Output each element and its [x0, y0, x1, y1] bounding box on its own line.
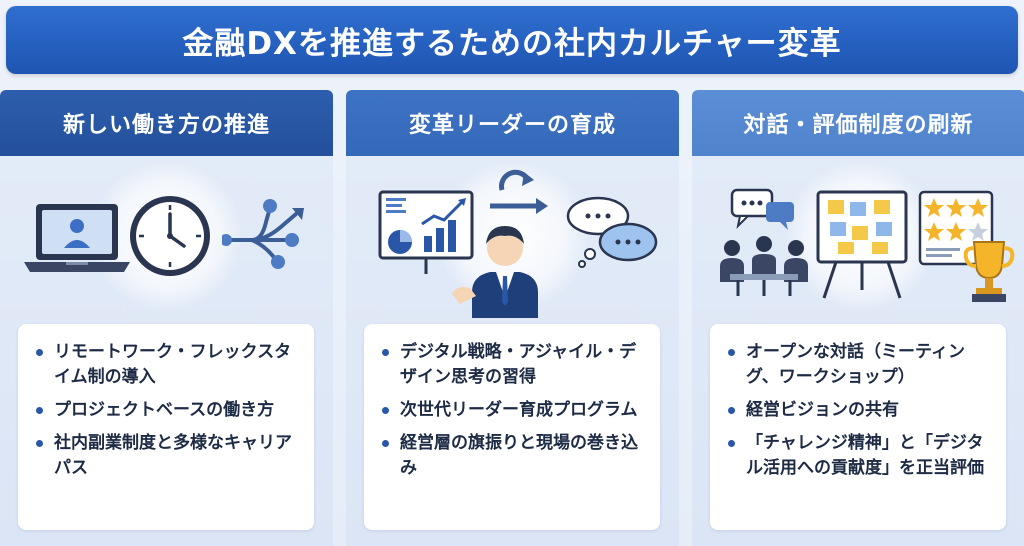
bullet-dot [728, 407, 735, 414]
laptop-user-icon [24, 204, 130, 272]
bullet-dot [382, 349, 389, 356]
illustration-area [692, 156, 1024, 316]
list-item: 経営ビジョンの共有 [726, 398, 992, 423]
list-item: デジタル戦略・アジャイル・デザイン思考の習得 [380, 340, 646, 390]
column-new-work-styles: 新しい働き方の推進 [0, 90, 333, 546]
cycle-arrows-icon [490, 169, 548, 214]
column-heading: 変革リーダーの育成 [408, 113, 616, 138]
bullet-dot [728, 440, 735, 447]
list-item: プロジェクトベースの働き方 [34, 398, 300, 423]
points-card: オープンな対話（ミーティング、ワークショップ） 経営ビジョンの共有 「チャレンジ… [710, 324, 1006, 530]
column-header: 変革リーダーの育成 [346, 90, 679, 156]
column-header: 対話・評価制度の刷新 [692, 90, 1024, 156]
clock-icon [130, 196, 210, 276]
column-leader-development: 変革リーダーの育成 [346, 90, 679, 546]
bullet-dot [36, 407, 43, 414]
points-card: デジタル戦略・アジャイル・デザイン思考の習得 次世代リーダー育成プログラム 経営… [364, 324, 660, 530]
illustration-area [346, 156, 679, 318]
thought-bubble-icon [566, 196, 658, 268]
branch-arrows-icon [222, 199, 304, 269]
list-item: 次世代リーダー育成プログラム [380, 398, 646, 423]
sticky-note-board-icon [816, 190, 908, 299]
list-item: リモートワーク・フレックスタイム制の導入 [34, 340, 300, 390]
bullet-dot [36, 440, 43, 447]
list-item: オープンな対話（ミーティング、ワークショップ） [726, 340, 992, 390]
trophy-icon [963, 241, 1015, 302]
chart-board-icon [378, 190, 474, 274]
page-title: 金融DXを推進するための社内カルチャー変革 [182, 25, 842, 62]
list-item: 「チャレンジ精神」と「デジタル活用への貢献度」を正当評価 [726, 431, 992, 481]
column-heading: 対話・評価制度の刷新 [743, 113, 974, 138]
column-heading: 新しい働き方の推進 [62, 113, 270, 138]
list-item: 社内副業制度と多様なキャリアパス [34, 431, 300, 481]
column-dialogue-evaluation: 対話・評価制度の刷新 [692, 90, 1024, 546]
points-card: リモートワーク・フレックスタイム制の導入 プロジェクトベースの働き方 社内副業制… [18, 324, 314, 530]
title-banner: 金融DXを推進するための社内カルチャー変革 [6, 6, 1018, 74]
bullet-dot [382, 440, 389, 447]
meeting-people-icon [720, 236, 808, 296]
list-item: 経営層の旗振りと現場の巻き込み [380, 431, 646, 481]
leader-person-icon [452, 226, 538, 318]
bullet-dot [36, 349, 43, 356]
sparkle-icon [968, 490, 1004, 526]
column-header: 新しい働き方の推進 [0, 90, 333, 156]
bullet-dot [728, 349, 735, 356]
chat-bubbles-icon [730, 188, 794, 230]
illustration-area [0, 156, 333, 316]
bullet-dot [382, 407, 389, 414]
